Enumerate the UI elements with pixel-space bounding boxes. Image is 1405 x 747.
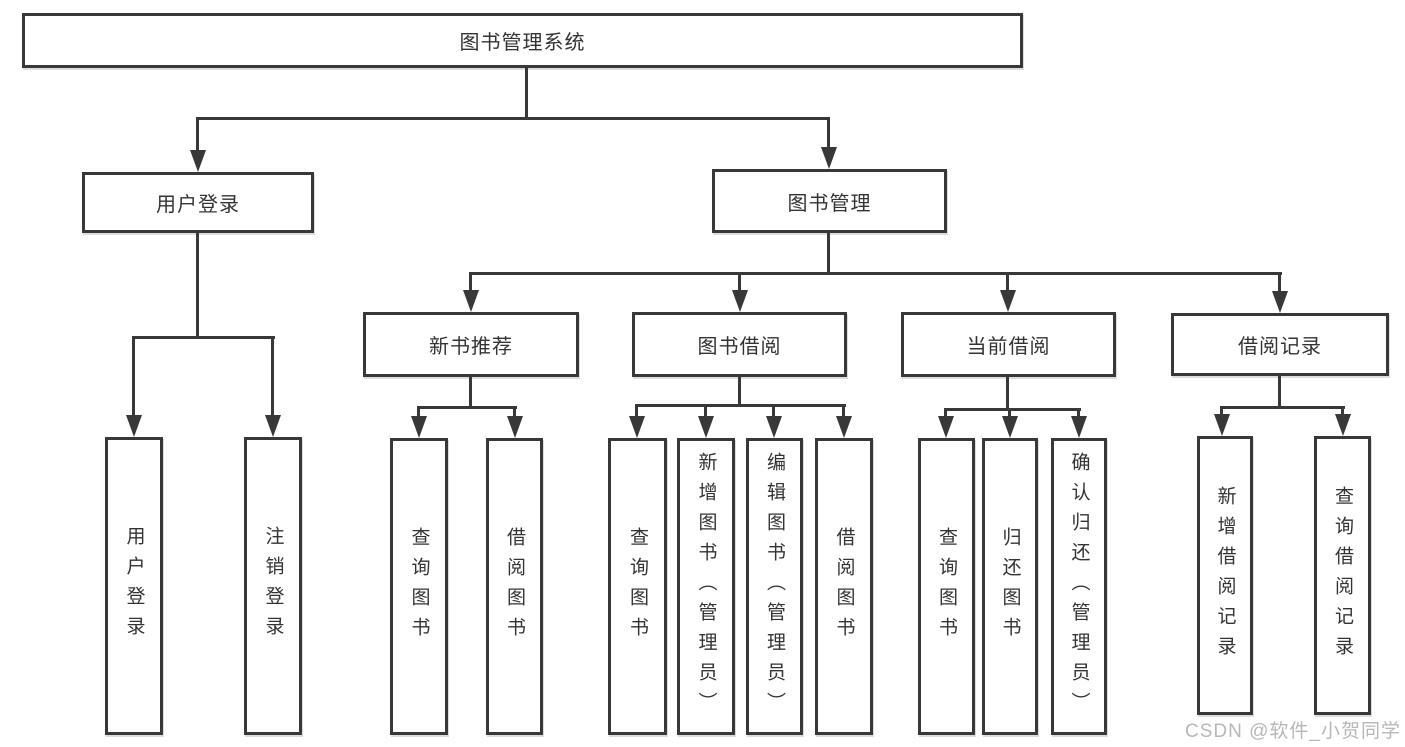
leaf-current-query-books: 查询图书 [918, 438, 975, 735]
arrow-down-icon [265, 415, 281, 437]
connector-stem-borrow-records [1278, 376, 1281, 408]
leaf-borrow-edit-books-admin-label: 编辑图书（管理员） [764, 451, 785, 722]
connector-branch-level2 [197, 117, 830, 120]
node-root-label: 图书管理系统 [459, 32, 586, 54]
leaf-current-return-books-label: 归还图书 [999, 526, 1021, 647]
arrow-shaft [1008, 408, 1011, 418]
arrow-down-icon [938, 416, 954, 438]
node-borrow-records: 借阅记录 [1171, 313, 1389, 376]
leaf-records-query-record-label: 查询借阅记录 [1332, 485, 1353, 666]
connector-stem-root [525, 68, 528, 118]
node-user-login-label: 用户登录 [156, 194, 240, 216]
arrow-down-icon [126, 415, 142, 437]
leaf-records-query-record: 查询借阅记录 [1314, 436, 1371, 715]
leaf-logout: 注销登录 [244, 437, 302, 735]
leaf-current-confirm-return-admin: 确认归还（管理员） [1051, 438, 1107, 735]
connector-stem-book-management [827, 233, 830, 274]
node-root: 图书管理系统 [22, 13, 1023, 68]
arrow-down-icon [1272, 291, 1288, 313]
arrow-down-icon [1214, 414, 1230, 436]
leaf-borrow-query-books-label: 查询图书 [627, 526, 648, 647]
leaf-borrow-add-books-admin: 新增图书（管理员） [677, 438, 735, 735]
arrow-down-icon [629, 416, 645, 438]
arrow-shaft [1341, 406, 1344, 416]
leaf-current-query-books-label: 查询图书 [936, 526, 957, 647]
leaf-newbooks-borrow-books-label: 借阅图书 [504, 526, 525, 647]
csdn-watermark: CSDN @软件_小贺同学 [1185, 721, 1401, 742]
node-book-borrow: 图书借阅 [632, 312, 847, 377]
arrow-down-icon [507, 416, 523, 438]
arrow-down-icon [1071, 416, 1087, 438]
node-current-borrow-label: 当前借阅 [966, 336, 1051, 358]
node-user-login: 用户登录 [82, 172, 314, 233]
arrow-shaft [469, 272, 472, 292]
arrow-down-icon [1000, 290, 1016, 312]
arrow-shaft [417, 406, 420, 418]
leaf-newbooks-borrow-books: 借阅图书 [486, 438, 543, 735]
leaf-user-login-label: 用户登录 [123, 526, 145, 646]
connector-branch-new-book-recommend [417, 406, 517, 409]
leaf-borrow-borrow-books: 借阅图书 [815, 438, 873, 735]
node-new-book-recommend-label: 新书推荐 [429, 336, 513, 358]
node-borrow-records-label: 借阅记录 [1238, 336, 1322, 358]
leaf-borrow-add-books-admin-label: 新增图书（管理员） [695, 451, 717, 722]
leaf-borrow-borrow-books-label: 借阅图书 [833, 526, 855, 647]
arrow-down-icon [732, 290, 748, 312]
arrow-down-icon [463, 290, 479, 312]
arrow-shaft [1220, 406, 1223, 416]
arrow-down-icon [1002, 416, 1018, 438]
arrow-down-icon [821, 147, 837, 169]
leaf-newbooks-query-books: 查询图书 [390, 438, 448, 735]
leaf-user-login: 用户登录 [105, 437, 163, 735]
connector-branch-level3 [469, 272, 1282, 275]
arrow-shaft [738, 272, 741, 292]
arrow-down-icon [766, 416, 782, 438]
connector-branch-book-borrow [635, 404, 846, 407]
leaf-logout-label: 注销登录 [262, 526, 284, 646]
arrow-shaft [1278, 272, 1281, 293]
arrow-shaft [132, 336, 135, 417]
arrow-shaft [635, 404, 638, 418]
arrow-shaft [842, 404, 845, 418]
leaf-current-confirm-return-admin-label: 确认归还（管理员） [1068, 451, 1090, 722]
arrow-shaft [704, 404, 707, 418]
connector-stem-current-borrow [1006, 377, 1009, 410]
connector-branch-current-borrow [944, 408, 1081, 411]
node-current-borrow: 当前借阅 [901, 312, 1116, 377]
connector-stem-new-book-recommend [469, 377, 472, 408]
arrow-down-icon [190, 150, 206, 172]
arrow-shaft [271, 336, 274, 417]
node-new-book-recommend: 新书推荐 [363, 312, 579, 377]
leaf-newbooks-query-books-label: 查询图书 [408, 526, 430, 647]
connector-branch-borrow-records [1220, 406, 1345, 409]
connector-branch-user-login [132, 336, 275, 339]
arrow-shaft [1006, 272, 1009, 292]
arrow-shaft [196, 117, 199, 152]
node-book-management-label: 图书管理 [787, 192, 872, 215]
arrow-down-icon [836, 416, 852, 438]
arrow-down-icon [411, 416, 427, 438]
node-book-management: 图书管理 [712, 169, 947, 233]
arrow-shaft [944, 408, 947, 418]
arrow-shaft [513, 406, 516, 418]
arrow-down-icon [698, 416, 714, 438]
leaf-current-return-books: 归还图书 [982, 438, 1038, 735]
connector-stem-user-login [196, 233, 199, 337]
arrow-shaft [827, 117, 830, 149]
arrow-shaft [1077, 408, 1080, 418]
leaf-borrow-query-books: 查询图书 [608, 438, 667, 735]
connector-stem-book-borrow [738, 377, 741, 406]
leaf-borrow-edit-books-admin: 编辑图书（管理员） [746, 438, 803, 735]
node-book-borrow-label: 图书借阅 [697, 336, 782, 358]
arrow-down-icon [1335, 414, 1351, 436]
leaf-records-add-record-label: 新增借阅记录 [1214, 485, 1236, 666]
arrow-shaft [772, 404, 775, 418]
leaf-records-add-record: 新增借阅记录 [1197, 436, 1253, 715]
